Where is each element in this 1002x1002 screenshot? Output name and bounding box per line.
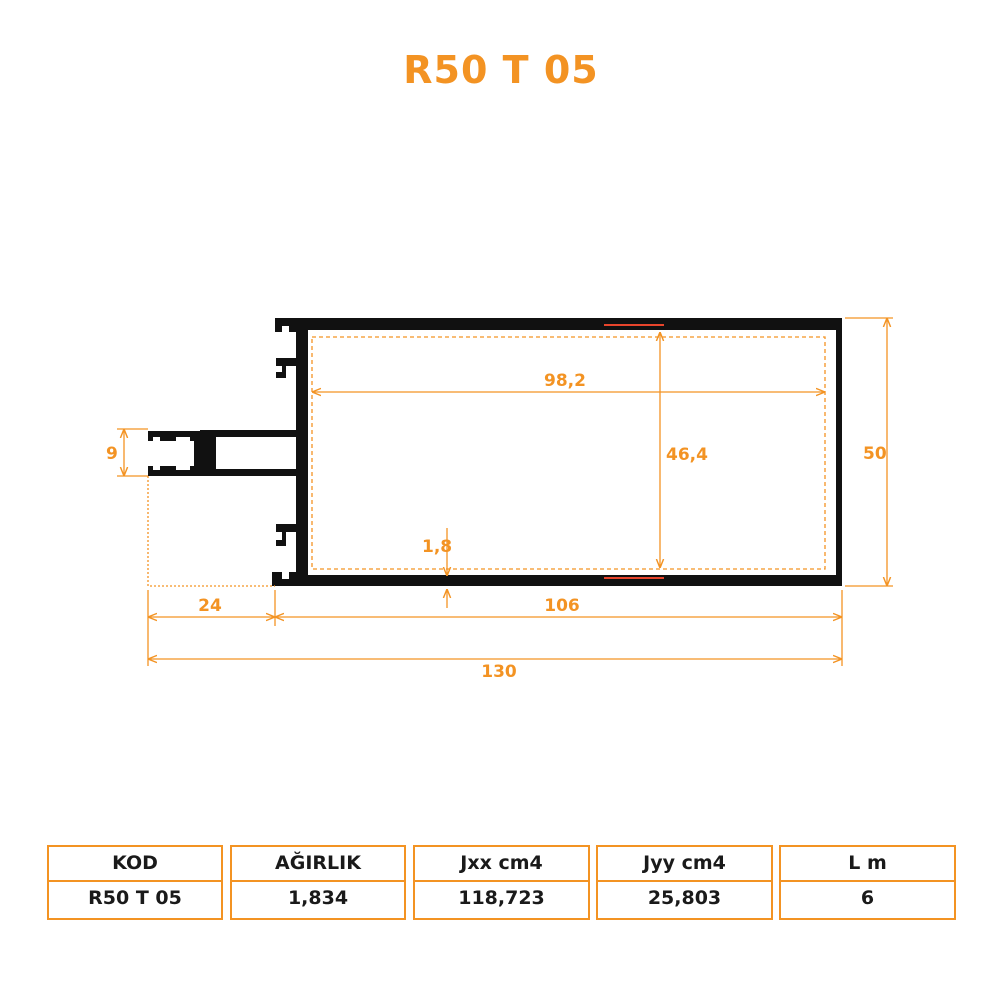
spec-value: 118,723 — [413, 882, 590, 920]
spec-header: KOD — [47, 845, 223, 882]
spec-value: 25,803 — [596, 882, 773, 920]
spec-column-kod: KOD R50 T 05 — [47, 845, 223, 920]
aluminium-profile — [148, 318, 842, 586]
spec-header: L m — [779, 845, 956, 882]
spec-column-jyy: Jyy cm4 25,803 — [596, 845, 773, 920]
spec-column-agirlik: AĞIRLIK 1,834 — [230, 845, 406, 920]
profile-main-tube — [296, 318, 842, 586]
profile-clip-lower — [276, 524, 296, 546]
profile-left-channel-web — [194, 431, 204, 476]
profile-left-channel-bottom — [148, 466, 203, 476]
spec-value: 1,834 — [230, 882, 406, 920]
profile-arm-bottom — [205, 469, 297, 476]
label-main-width: 106 — [544, 596, 580, 616]
left-extension-dotted — [147, 476, 275, 587]
label-left-width: 24 — [198, 596, 222, 616]
spec-column-length: L m 6 — [779, 845, 956, 920]
label-left-height: 9 — [106, 444, 118, 464]
inner-dashed-outline — [311, 336, 826, 570]
profile-left-channel-top — [148, 431, 203, 441]
label-outer-height: 50 — [863, 444, 887, 464]
spec-header: AĞIRLIK — [230, 845, 406, 882]
page-title: R50 T 05 — [403, 48, 599, 92]
label-wall: 1,8 — [422, 537, 452, 557]
profile-clip-upper — [276, 358, 296, 378]
spec-value: R50 T 05 — [47, 882, 223, 920]
profile-bottom-clip — [272, 572, 296, 586]
spec-column-jxx: Jxx cm4 118,723 — [413, 845, 590, 920]
label-inner-height: 46,4 — [666, 445, 708, 465]
profile-arm-top — [205, 430, 297, 437]
profile-top-clip — [275, 318, 296, 332]
spec-header: Jyy cm4 — [596, 845, 773, 882]
spec-value: 6 — [779, 882, 956, 920]
label-inner-width: 98,2 — [544, 371, 586, 391]
label-total-width: 130 — [481, 662, 517, 682]
spec-header: Jxx cm4 — [413, 845, 590, 882]
